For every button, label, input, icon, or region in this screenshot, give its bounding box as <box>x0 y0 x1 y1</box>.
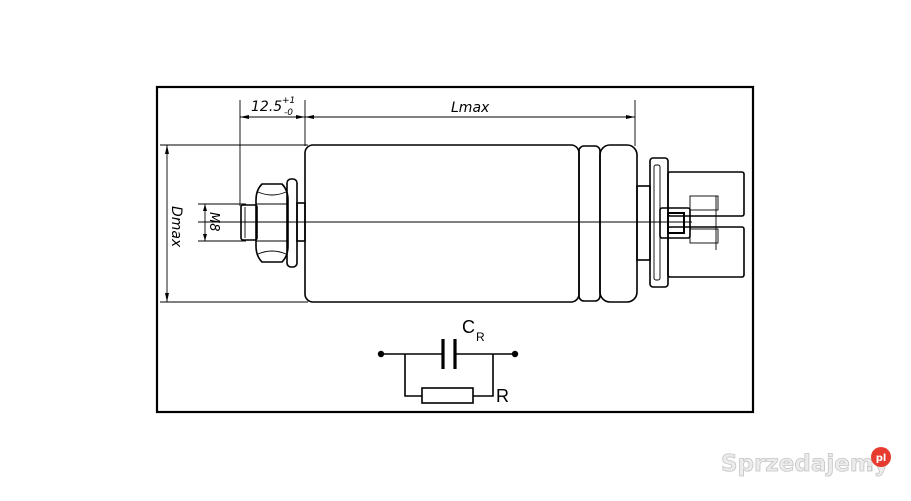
body-rib-1 <box>578 145 601 302</box>
stud-shank <box>296 202 306 242</box>
capacitor-body <box>304 144 638 303</box>
threaded-stud <box>240 204 258 241</box>
dimension-length: Lmax <box>305 100 636 146</box>
arrowhead <box>305 115 314 119</box>
stud-length-upper-tolerance: +1 <box>282 96 295 106</box>
terminal-bottom-tab <box>689 228 719 244</box>
stud-length-lower-tolerance: -0 <box>284 108 293 118</box>
dimension-thread: M8 <box>198 203 246 242</box>
terminal-top-tab <box>689 195 719 211</box>
terminal-top <box>667 171 745 217</box>
terminal-plate-inner <box>653 164 661 281</box>
terminal-dot-left <box>377 350 385 358</box>
circuit-schematic: C R R <box>377 317 519 406</box>
watermark-dot: . <box>865 451 874 477</box>
watermark-logo: Sprzedajemy . pl <box>721 447 891 477</box>
resistor-wire-right <box>473 354 494 397</box>
arrowhead <box>165 293 169 302</box>
arrowhead <box>203 234 207 241</box>
arrowhead <box>626 115 635 119</box>
resistor-label: R <box>496 386 509 406</box>
body-rib-2 <box>599 144 638 303</box>
arrowhead <box>203 204 207 211</box>
center-connector-core <box>667 212 685 234</box>
stud-length-value: 12.5 <box>251 99 282 115</box>
arrowhead <box>165 145 169 154</box>
body-can <box>304 144 580 303</box>
nut-chamfer <box>257 191 287 196</box>
dimension-stud-length: 12.5 +1 -0 <box>239 96 306 206</box>
capacitor-label: C <box>462 317 475 337</box>
terminal-bottom <box>667 226 745 278</box>
capacitor-label-subscript: R <box>476 330 485 344</box>
diameter-label: Dmax <box>168 206 184 248</box>
resistor-wire-left <box>404 354 422 397</box>
length-label: Lmax <box>451 100 490 116</box>
arrowhead <box>240 115 249 119</box>
terminal-block <box>636 157 745 288</box>
resistor <box>421 387 474 404</box>
dimension-diameter: Dmax <box>160 144 308 303</box>
watermark-brand: Sprzedajemy <box>721 451 889 477</box>
mounting-stud <box>240 178 306 268</box>
hex-nut <box>255 183 289 263</box>
drawing-frame <box>155 85 755 414</box>
terminal-neck <box>636 185 651 261</box>
terminal-dot-right <box>511 350 519 358</box>
center-connector <box>659 207 691 239</box>
watermark-tld: pl <box>876 453 887 464</box>
terminal-plate <box>649 157 669 288</box>
arrowhead <box>296 115 305 119</box>
watermark-badge <box>871 447 891 467</box>
nut-chamfer <box>257 250 287 255</box>
